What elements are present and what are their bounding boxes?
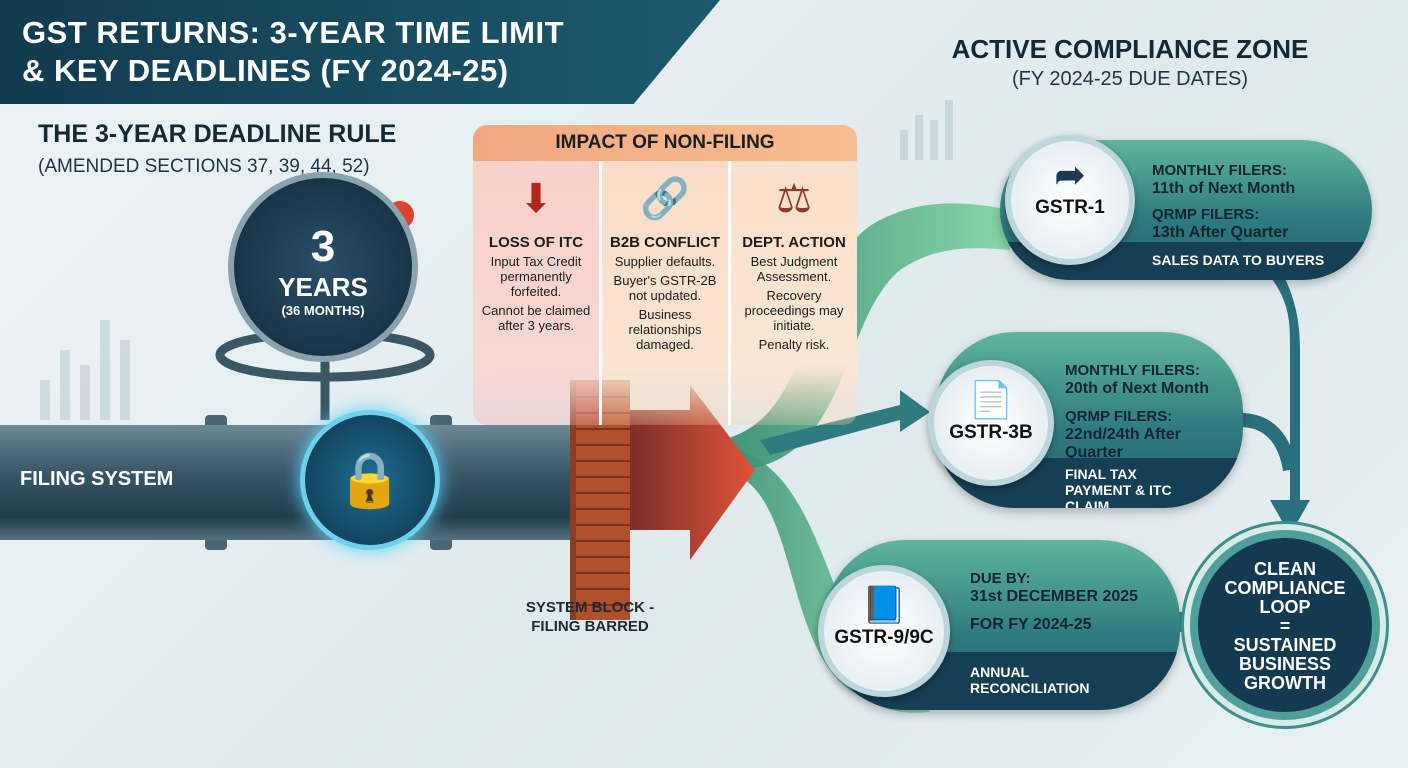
loop-text: GROWTH (1244, 673, 1326, 693)
impact-text: Cannot be claimed after 3 years. (481, 303, 591, 333)
share-icon: ➦ (1054, 154, 1086, 195)
arrow-gstr3b-to-loop (1239, 413, 1297, 472)
gauge-number: 3 (310, 222, 336, 271)
loop-text: BUSINESS (1238, 654, 1332, 674)
title-banner (0, 0, 720, 104)
return-name: GSTR-1 (1035, 197, 1105, 218)
timer-gauge: 3 YEARS (36 MONTHS) (228, 172, 418, 362)
impact-text: Supplier defaults. (614, 254, 716, 269)
impact-heading: LOSS OF ITC (488, 234, 584, 251)
value: FOR FY 2024-25 (970, 616, 1092, 633)
broken-link-icon: 🔗 (640, 177, 690, 221)
impact-heading: DEPT. ACTION (742, 234, 846, 251)
impact-text: Penalty risk. (758, 337, 830, 352)
impact-column-itc: ⬇ LOSS OF ITC Input Tax Credit permanent… (473, 161, 599, 425)
loop-text: = (1279, 616, 1291, 636)
gauge-months: (36 MONTHS) (281, 303, 365, 318)
return-name: GSTR-9/9C (834, 627, 934, 648)
value: 31st DECEMBER 2025 (970, 588, 1139, 605)
rule-subtitle: (AMENDED SECTIONS 37, 39, 44, 52) (38, 156, 370, 177)
block-label: SYSTEM BLOCK - FILING BARRED (525, 599, 655, 635)
label: MONTHLY FILERS: (1152, 162, 1288, 179)
loop-text: CLEAN (1254, 559, 1316, 579)
impact-text: Recovery proceedings may initiate. (744, 288, 844, 333)
impact-panel: IMPACT OF NON-FILING ⬇ LOSS OF ITC Input… (473, 125, 857, 425)
label: DUE BY: (970, 570, 1031, 587)
loop-text: COMPLIANCE (1224, 578, 1346, 598)
gauge-unit: YEARS (278, 272, 368, 302)
book-check-icon: 📘 (861, 584, 907, 625)
padlock-icon: 🔒 (300, 410, 440, 550)
rule-title: THE 3-YEAR DEADLINE RULE (38, 120, 397, 148)
impact-text: Business relationships damaged. (628, 307, 702, 352)
impact-column-b2b: 🔗 B2B CONFLICT Supplier defaults. Buyer'… (599, 161, 731, 425)
red-arrow (630, 385, 755, 560)
title-line-1: GST RETURNS: 3-YEAR TIME LIMIT (22, 15, 564, 50)
loop-text: LOOP (1259, 597, 1311, 617)
impact-text: Input Tax Credit permanently forfeited. (490, 254, 582, 299)
label: MONTHLY FILERS: (1065, 362, 1201, 379)
zone-title: ACTIVE COMPLIANCE ZONE (951, 34, 1309, 64)
faint-bar-chart (40, 100, 953, 420)
return-name: GSTR-3B (949, 422, 1033, 443)
loop-text: SUSTAINED (1233, 635, 1337, 655)
compliance-loop-circle: CLEAN COMPLIANCE LOOP = SUSTAINED BUSINE… (1190, 530, 1380, 720)
gstr9-badge: 📘 GSTR-9/9C (818, 565, 950, 697)
value: 20th of Next Month (1065, 380, 1209, 397)
impact-column-dept: ⚖ DEPT. ACTION Best Judgment Assessment.… (731, 161, 857, 425)
zone-subtitle: (FY 2024-25 DUE DATES) (1011, 68, 1248, 90)
impact-heading: B2B CONFLICT (610, 234, 720, 251)
value: 13th After Quarter (1152, 224, 1289, 241)
gavel-icon: ⚖ (776, 177, 812, 221)
down-arrow-icon: ⬇ (519, 177, 553, 221)
impact-title: IMPACT OF NON-FILING (473, 125, 857, 161)
green-ribbon-lower (720, 450, 930, 713)
title-line-2: & KEY DEADLINES (FY 2024-25) (22, 53, 509, 88)
impact-text: Buyer's GSTR-2B not updated. (613, 273, 717, 303)
gstr3b-badge: 📄 GSTR-3B (928, 360, 1054, 486)
value: 22nd/24th After Quarter (1065, 426, 1181, 461)
impact-text: Best Judgment Assessment. (750, 254, 838, 284)
pipe-label: FILING SYSTEM (20, 468, 174, 490)
value: 11th of Next Month (1152, 180, 1296, 197)
arrow-gstr1-to-loop (1265, 260, 1310, 535)
tax-document-icon: 📄 (968, 379, 1014, 420)
gstr1-badge: ➦ GSTR-1 (1005, 135, 1135, 265)
page-title: GST RETURNS: 3-YEAR TIME LIMIT & KEY DEA… (22, 14, 564, 90)
label: QRMP FILERS: (1065, 408, 1173, 425)
label: QRMP FILERS: (1152, 206, 1260, 223)
